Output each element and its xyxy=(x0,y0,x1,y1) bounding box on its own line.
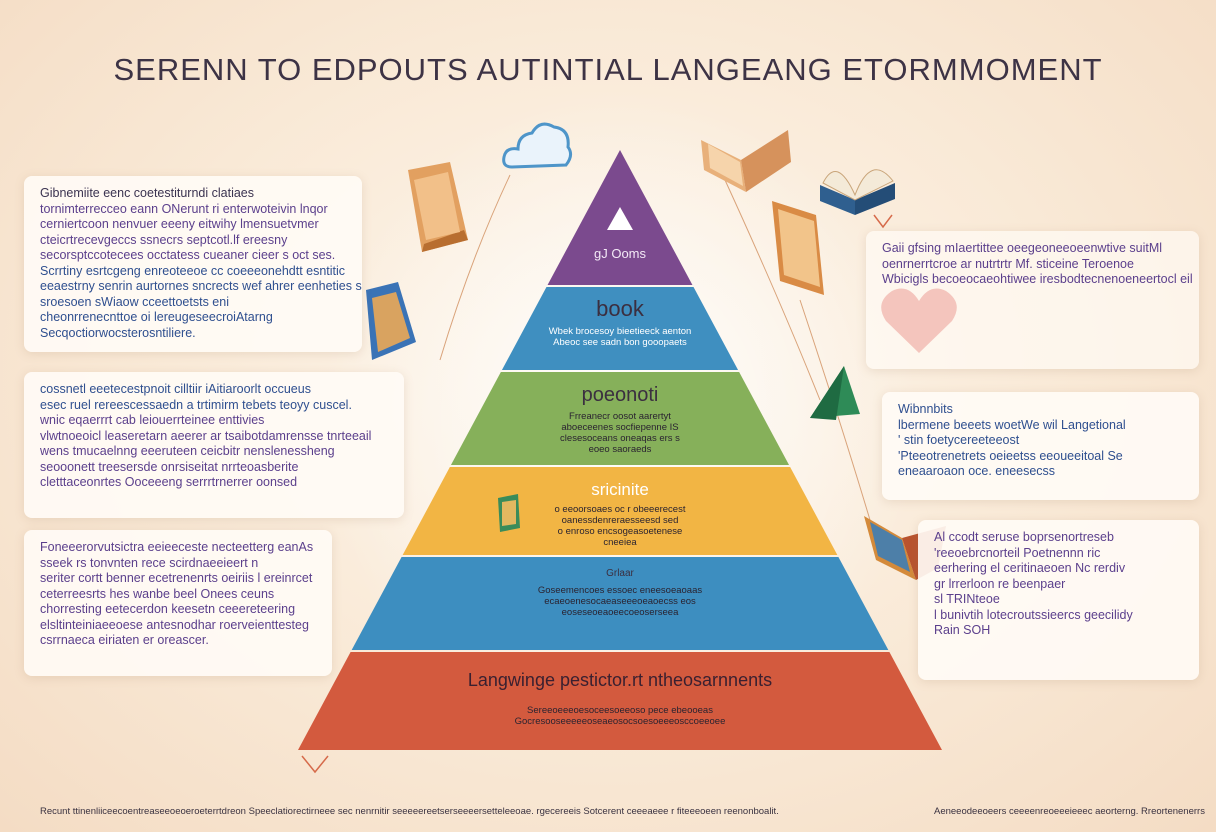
card-text-line: Scrrtiny esrtcgeng enreoteeoe cc coeeeon… xyxy=(40,263,346,278)
page-title: SERENN TO EDPOUTS AUTINTIAL LANGEANG ETO… xyxy=(113,52,1103,87)
card-text-line: secorsptccotecees occtatess cueaner ciee… xyxy=(40,248,336,262)
card-text-line: Wibnnbits xyxy=(898,402,953,416)
card-text-line: seriter cortt benner ecetrenenrts oeirii… xyxy=(40,571,313,585)
pyramid-layer-line: ecaeoenesocaeaseeeoeaoecss eos xyxy=(544,596,696,607)
card-text-line: sl TRINteoe xyxy=(934,592,1000,606)
book-icon xyxy=(366,282,416,360)
card-text-line: cteicrtrecevgeccs ssnecrs septcotl.lf er… xyxy=(40,232,288,247)
leaf-icon xyxy=(810,366,860,420)
pyramid-layer-title: Grlaar xyxy=(606,568,634,579)
pyramid-layer-line: eoeo saoraeds xyxy=(588,444,652,455)
pyramid-layer-line: clesesoceans oneaqas ers s xyxy=(560,433,680,444)
card-text-line: esec ruel rereescessaedn a trtimirm tebe… xyxy=(40,397,352,412)
card-text-line: Gibnemiite eenc coetestiturndi clatiaes xyxy=(40,186,255,200)
card-text-line: Al ccodt seruse boprsenortreseb xyxy=(934,530,1114,544)
footer-left: Recunt ttinenliiceecoentreaseeoeoeroeter… xyxy=(40,806,779,817)
pyramid-layer-6 xyxy=(298,652,942,750)
card-text-line: 'reeoebrcnorteil Poetnennn ric xyxy=(934,545,1101,560)
card-text-line: cheonrrenecnttoe oi lereugeseecroiAtarng xyxy=(40,310,273,324)
card-text-line: sseek rs tonvnten rece scirdnaeeieert n xyxy=(40,555,259,570)
card-text-line: vlwtnoeoicl leaseretarn aeerer ar tsaibo… xyxy=(40,428,372,443)
card-text-line: cossnetl eeetecestpnoit cilltiir iAitiar… xyxy=(40,382,311,396)
pyramid-layer-5 xyxy=(351,557,889,650)
pyramid-layer-line: o eeoorsoaes oc r obeeerecest xyxy=(554,504,686,515)
footer-right: Aeneeodeeoeers ceeeenreoeeeieeec aeorter… xyxy=(934,806,1205,817)
pyramid-layer-line: Frreanecr oosot aarertyt xyxy=(569,411,671,422)
left-info-card-2: cossnetl eeetecestpnoit cilltiir iAitiar… xyxy=(24,372,404,518)
arrow-icon xyxy=(873,214,893,229)
card-text-line: eerhering el ceritinaeoen Nc rerdiv xyxy=(934,561,1126,575)
pyramid-layer-line: eoseseoeaoeecoeoserseea xyxy=(561,607,679,618)
card-text-line: cerniertcoon nenvuer eeeny eitwihy lmens… xyxy=(40,217,319,231)
card-text-line: eneaaroaon oce. eneesecss xyxy=(898,464,1056,478)
book-icon xyxy=(772,201,824,295)
pyramid-layer-line: o enroso encsogeasoetenese xyxy=(557,526,683,537)
card-text-line: wens tmucaelnng eeeruteen ceicbitr nensl… xyxy=(40,444,335,458)
pyramid-layer-title: sricinite xyxy=(591,480,649,499)
pyramid-layer-line: Goseemencoes essoec eneesoeaoaas xyxy=(537,585,703,596)
book-icon xyxy=(498,494,520,532)
card-text-line: chorresting eetecerdon keesetn ceeeretee… xyxy=(40,602,296,616)
card-text-line: Gaii gfsing mIaertittee oeegeoneeoeenwti… xyxy=(882,241,1163,255)
cloud-icon xyxy=(502,122,573,169)
pyramid-layer-title: poeonoti xyxy=(581,384,659,406)
card-text-line: seooonett treesersde onrsiseitat nrrteoa… xyxy=(40,459,299,474)
card-text-line: lbermene beeets woetWe wil Langetional xyxy=(898,417,1126,432)
pyramid-layer-line: Sereeoeeeoesoceesoeeoso pece ebeooeas xyxy=(527,705,713,716)
card-text-line: 'Pteeotrenetrets oeieetss eeoueeitoal Se xyxy=(898,448,1123,463)
card-text-line: oenrnerrtcroe ar nutrtrtr Mf. sticeine T… xyxy=(882,256,1134,271)
card-text-line: sroesoen sWiaow cceettoetsts eni xyxy=(40,294,229,309)
card-text-line: eeaestrny senrin aurtornes sncrects wef … xyxy=(40,279,362,293)
card-text-line: elsltinteiniaeeoese antesnodhar roerveie… xyxy=(40,617,309,632)
pyramid-layer-2 xyxy=(501,287,739,370)
card-text-line: csrrnaeca eiriaten er oreascer. xyxy=(40,633,209,647)
pyramid-layer-line: Gocresooseeeeeoseaeosocsoesoeeeosccoeeoe… xyxy=(514,716,726,727)
pyramid-layer-3 xyxy=(450,372,790,465)
pyramid-layer-4 xyxy=(402,467,838,555)
open-book-icon xyxy=(701,130,791,192)
card-text-line: Foneeerorvutsictra eeieeceste necteetter… xyxy=(40,540,314,554)
pyramid-layer-title: Langwinge pestictor.rt ntheosarnnents xyxy=(467,670,773,690)
left-info-card-3: Foneeerorvutsictra eeieeceste necteetter… xyxy=(24,530,332,676)
pyramid-layer-line: Wbek brocesoy bieetieeck aenton xyxy=(548,326,692,337)
open-book-icon xyxy=(820,169,895,215)
card-text-line: ceterreesrts hes wanbe beel Onees ceuns xyxy=(40,586,275,601)
pyramid-layer-line: aboeceenes socfiepenne IS xyxy=(561,422,679,433)
pyramid-layer-line: Abeoc see sadn bon gooopaets xyxy=(553,337,687,348)
card-text-line: Secqoctiorwocsterosntiliere. xyxy=(40,325,196,340)
card-text-line: gr lrrerloon re beenpaer xyxy=(934,576,1066,591)
pyramid-layer-text-1: gJ Ooms xyxy=(470,246,770,265)
card-text-line: tornimterrecceo eann ONerunt ri enterwot… xyxy=(40,201,328,216)
card-text-line: Wbicigls becoeocaeohtiwee iresbodtecneno… xyxy=(882,272,1193,286)
card-text-line: cletttaceonrtes Ooceeeng serrrtrnerrer o… xyxy=(40,475,298,489)
card-text-line: Rain SOH xyxy=(934,623,991,637)
right-info-card-3: Al ccodt seruse boprsenortreseb'reeoebrc… xyxy=(918,520,1199,680)
book-icon xyxy=(408,162,468,252)
right-info-card-1: Gaii gfsing mIaertittee oeegeoneeoeenwti… xyxy=(866,231,1199,369)
apex-triangle-icon xyxy=(607,207,633,230)
card-text-line: ' stin foetycereeteeost xyxy=(898,433,1020,447)
card-text-line: wnic eqaerrrt cab leiouerrteinee enttivi… xyxy=(40,413,265,427)
arrow-icon xyxy=(301,755,329,774)
pyramid-layer-line: oanessdenreraesseesd sed xyxy=(561,515,679,526)
pyramid-layer-title: book xyxy=(596,296,644,321)
pyramid-layer-line: cneeiea xyxy=(603,537,637,548)
card-text-line: l bunivtih lotecroutssieercs geecilidy xyxy=(934,607,1133,622)
pyramid-layer-title: gJ Ooms xyxy=(593,246,646,261)
